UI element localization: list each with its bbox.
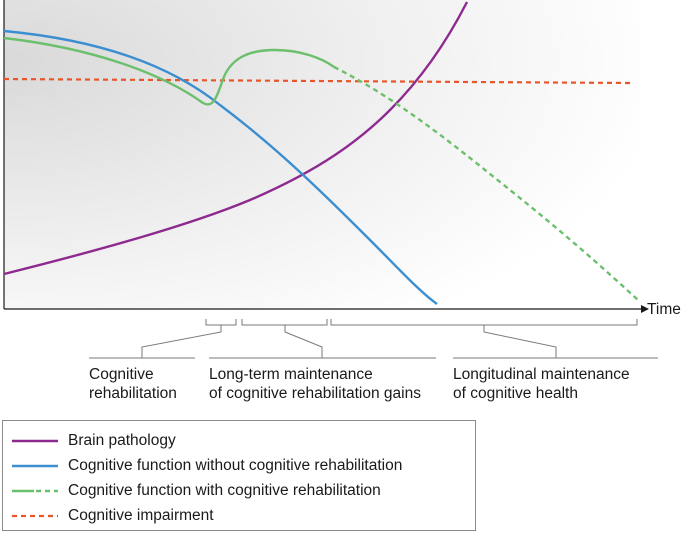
phase-label-cognitive-rehabilitation-line2: rehabilitation (89, 385, 177, 402)
legend-label: Brain pathology (68, 432, 176, 449)
cognitive-function-with-rehab-curve-solid (3, 36, 335, 106)
legend-item-cognitive-function-without-rehab: Cognitive function without cognitive reh… (3, 454, 402, 478)
diagram-canvas: Time Cognitive rehabilitation Long-term … (3, 0, 681, 402)
phase-bracket-longitudinal-maintenance (330, 319, 658, 359)
legend-item-cognitive-impairment: Cognitive impairment (3, 504, 214, 528)
brain-pathology-curve (3, 1, 469, 276)
phase-label-long-term-maintenance-line1: Long-term maintenance (209, 366, 373, 383)
phase-label-longitudinal-maintenance-line1: Longitudinal maintenance (453, 366, 630, 383)
cognitive-function-with-rehab-curve-dashed (333, 65, 639, 301)
phase-label-long-term-maintenance-line2: of cognitive rehabilitation gains (209, 385, 421, 402)
x-axis-label: Time (647, 301, 681, 318)
legend-swatch-cognitive-function-with-rehab (12, 489, 58, 493)
legend-label: Cognitive function without cognitive reh… (68, 457, 403, 474)
legend-swatch-cognitive-impairment (12, 514, 58, 518)
legend-item-cognitive-function-with-rehab: Cognitive function with cognitive rehabi… (3, 479, 381, 503)
legend-swatch-cognitive-function-without-rehab (12, 464, 58, 468)
phase-bracket-long-term-maintenance (209, 319, 436, 359)
phase-label-cognitive-rehabilitation-line1: Cognitive (89, 366, 154, 383)
legend-swatch-brain-pathology (12, 439, 58, 443)
phase-bracket-cognitive-rehabilitation (89, 319, 237, 359)
phase-label-longitudinal-maintenance-line2: of cognitive health (453, 385, 578, 402)
legend: Brain pathology Cognitive function witho… (2, 420, 476, 531)
legend-item-brain-pathology: Brain pathology (3, 429, 176, 453)
x-axis-arrow (641, 305, 649, 313)
legend-label: Cognitive function with cognitive rehabi… (68, 482, 381, 499)
legend-label: Cognitive impairment (68, 507, 214, 524)
cognitive-function-without-rehab-curve (3, 29, 438, 305)
